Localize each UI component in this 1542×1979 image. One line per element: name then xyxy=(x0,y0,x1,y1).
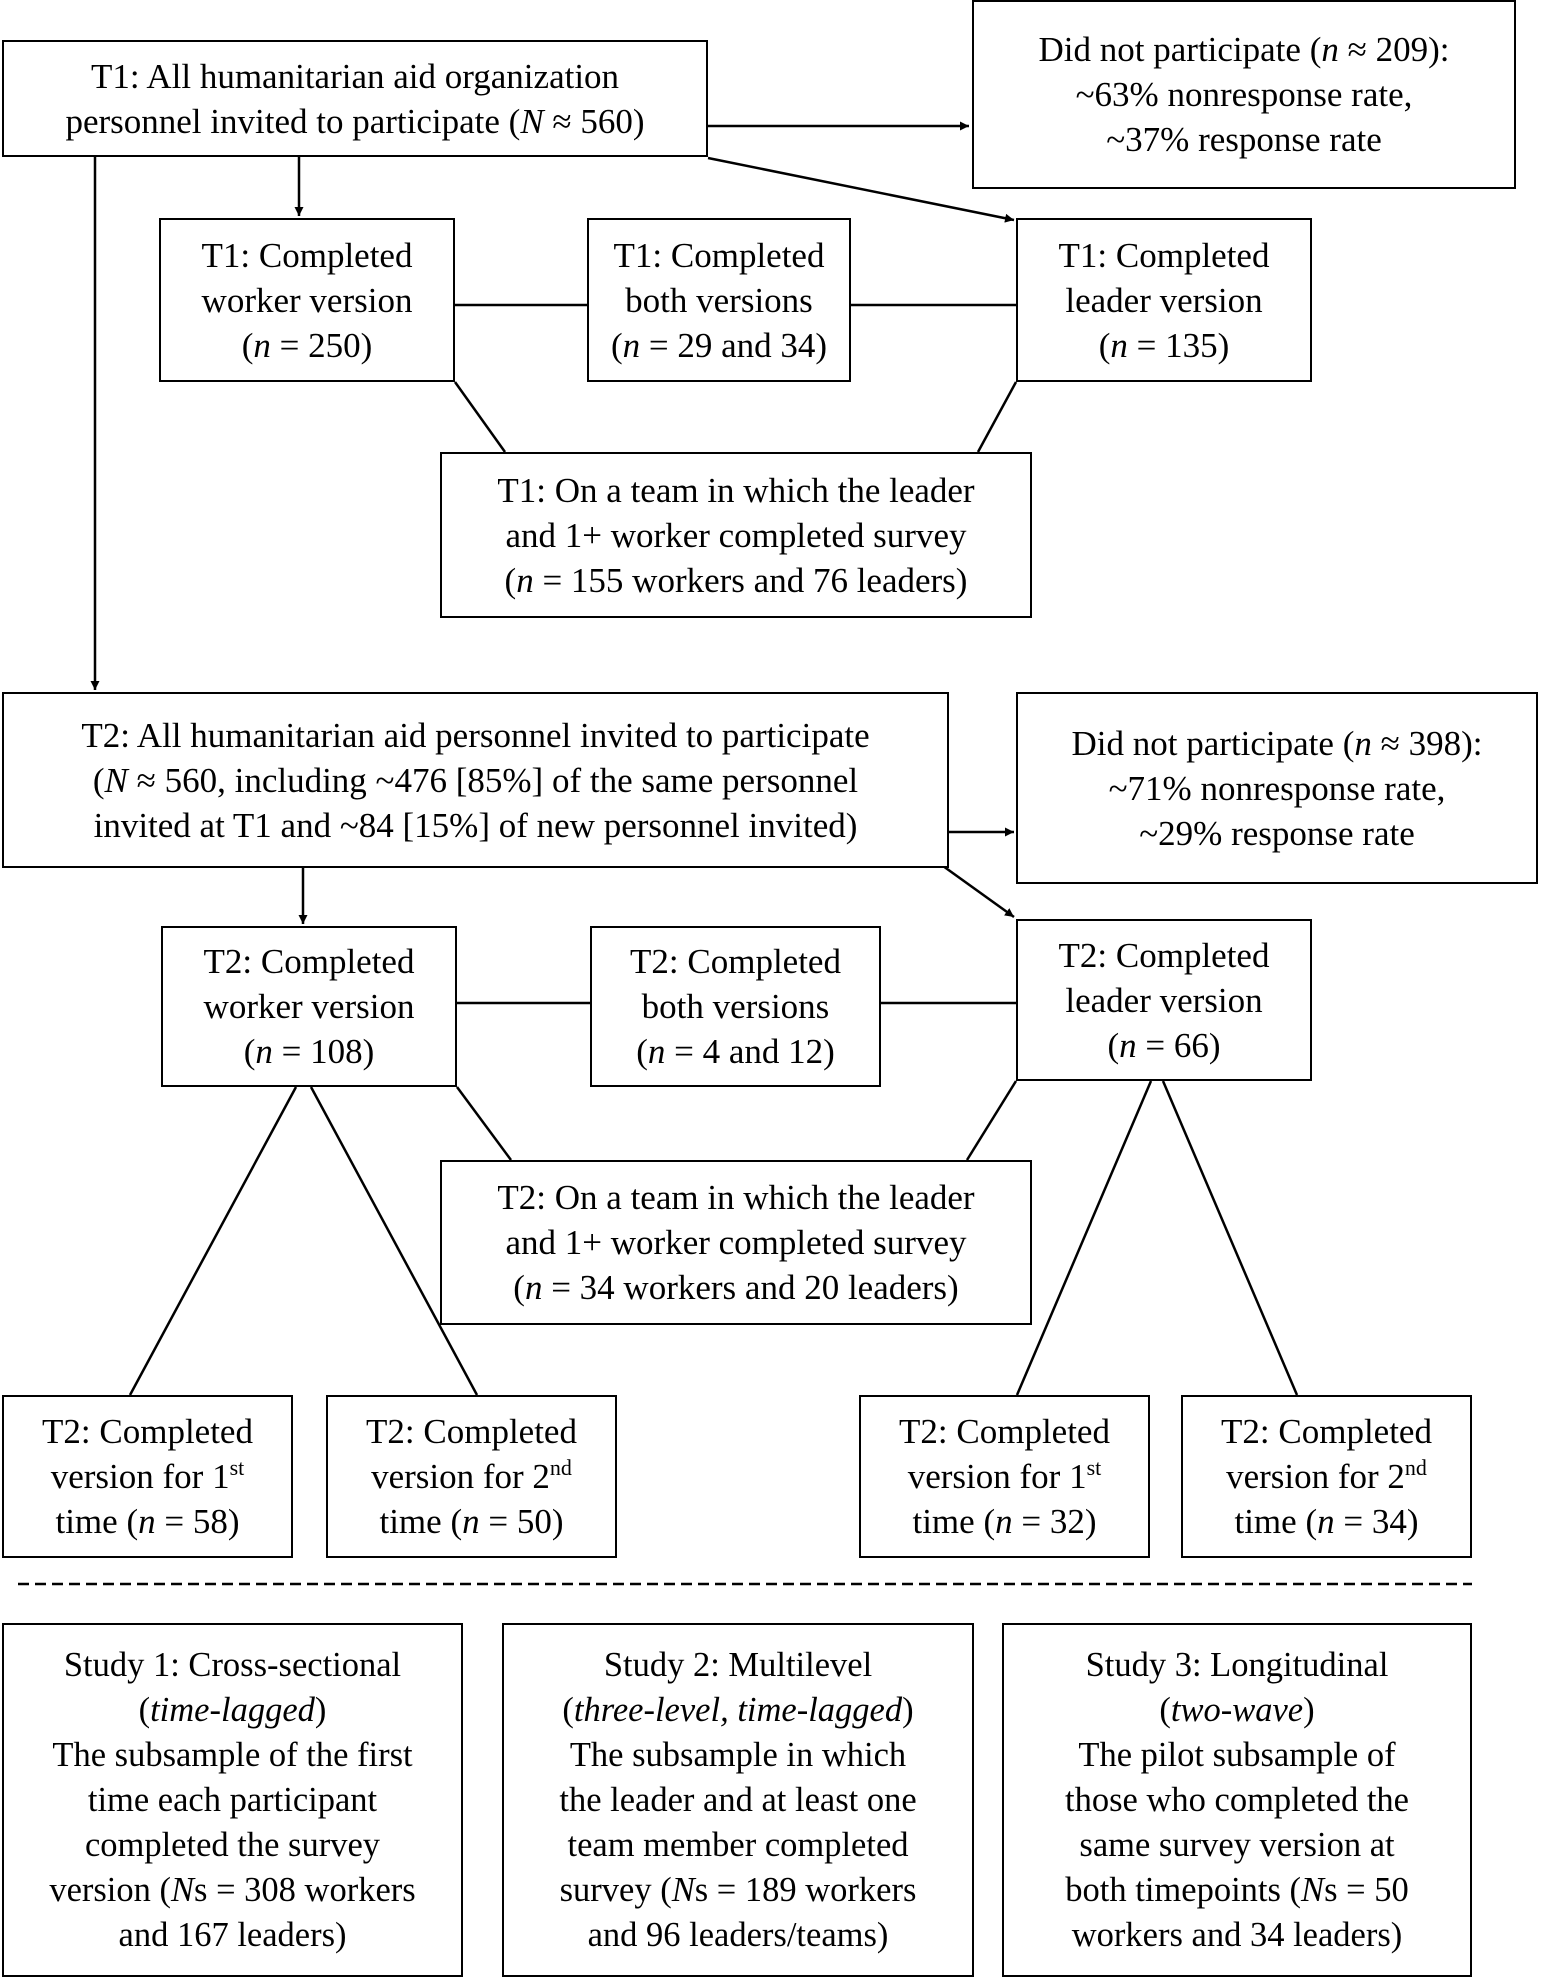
box-text-line: version for 2nd xyxy=(1226,1455,1427,1497)
box-text-line: T2: Completed xyxy=(366,1412,577,1451)
box-text-line: and 1+ worker completed survey xyxy=(505,1223,967,1262)
line-t2-worker-team xyxy=(455,1086,513,1161)
t1-worker-box: T1: Completed worker version (n = 250) xyxy=(159,218,455,382)
t1-both-box: T1: Completed both versions (n = 29 and 34… xyxy=(587,218,851,382)
t2-team-box: T2: On a team in which the leader and 1+ … xyxy=(440,1160,1032,1325)
box-text-line: survey (Ns = 189 workers xyxy=(559,1870,917,1909)
t1-team-box: T1: On a team in which the leader and 1+ … xyxy=(440,452,1032,618)
box-text-line: T2: All humanitarian aid personnel invit… xyxy=(81,715,870,755)
box-text-line: (n = 108) xyxy=(243,1032,375,1071)
box-text-line: T2: Completed xyxy=(899,1412,1110,1451)
line-leader-to-first xyxy=(1015,1080,1153,1396)
t1-invited-box: T1: All humanitarian aid organization per… xyxy=(2,40,708,157)
t2-worker-second-time-box: T2: Completed version for 2nd time (n = 50… xyxy=(326,1395,617,1558)
box-text-line: version for 1st xyxy=(50,1455,245,1497)
box-text-line: time (n = 50) xyxy=(379,1502,564,1541)
box-text-line: both versions xyxy=(641,987,830,1026)
line-leader-to-second xyxy=(1161,1080,1299,1396)
box-text-line: T2: Completed xyxy=(203,942,415,981)
line-t1-worker-team xyxy=(453,381,507,453)
box-text-line: (n = 29 and 34) xyxy=(610,325,828,365)
box-text-line: invited at T1 and ~84 [15%] of new perso… xyxy=(93,805,858,845)
box-text-line: Study 2: Multilevel xyxy=(603,1645,873,1684)
box-text-line: both versions xyxy=(625,280,813,320)
box-text-line: team member completed xyxy=(567,1825,909,1864)
t1-nonparticipant-box: Did not participate (n ≈ 209): ~63% nonre… xyxy=(972,0,1516,189)
line-worker-to-first xyxy=(128,1086,298,1396)
box-text-line: version for 1st xyxy=(907,1455,1102,1497)
box-text-line: (three-level, time-lagged) xyxy=(562,1690,914,1729)
box-text-line: Did not participate (n ≈ 209): xyxy=(1038,30,1450,69)
arrow-t1-to-leader xyxy=(707,156,1015,223)
box-text-line: time (n = 32) xyxy=(912,1502,1097,1541)
box-text-line: same survey version at xyxy=(1079,1825,1395,1864)
box-text-line: (n = 34 workers and 20 leaders) xyxy=(513,1268,959,1307)
box-text-line: T1: On a team in which the leader xyxy=(497,470,975,510)
box-text-line: T1: Completed xyxy=(1058,235,1270,275)
box-text-line: T2: Completed xyxy=(630,942,841,981)
t2-leader-second-time-box: T2: Completed version for 2nd time (n = 34… xyxy=(1181,1395,1472,1558)
t2-leader-first-time-box: T2: Completed version for 1st time (n = 32… xyxy=(859,1395,1150,1558)
box-text-line: (n = 135) xyxy=(1098,325,1230,365)
box-text-line: T2: Completed xyxy=(1058,935,1270,975)
box-text-line: (n = 155 workers and 76 leaders) xyxy=(504,560,968,600)
study-1-box: Study 1: Cross-sectional (time-lagged) The… xyxy=(2,1623,463,1977)
box-text-line: T2: Completed xyxy=(1221,1412,1432,1451)
line-t1-leader-team xyxy=(976,381,1018,453)
box-text-line: ~29% response rate xyxy=(1139,813,1415,853)
box-text-line: The subsample of the first xyxy=(52,1735,413,1774)
box-text-line: T1: All humanitarian aid organization xyxy=(90,56,620,96)
box-text-line: (time-lagged) xyxy=(138,1690,327,1729)
line-t2-leader-team xyxy=(965,1080,1018,1161)
box-text-line: T1: Completed xyxy=(613,235,825,275)
box-text-line: (two-wave) xyxy=(1159,1690,1315,1729)
t2-leader-box: T2: Completed leader version (n = 66) xyxy=(1016,919,1312,1081)
box-text-line: leader version xyxy=(1065,980,1263,1020)
box-text-line: version for 2nd xyxy=(371,1455,572,1497)
box-text-line: and 1+ worker completed survey xyxy=(505,515,967,555)
t2-both-box: T2: Completed both versions (n = 4 and 12) xyxy=(590,926,881,1087)
box-text-line: the leader and at least one xyxy=(559,1780,917,1819)
box-text-line: and 167 leaders) xyxy=(118,1915,347,1954)
box-text-line: time (n = 58) xyxy=(55,1502,240,1541)
box-text-line: T1: Completed xyxy=(201,235,413,275)
box-text-line: T2: Completed xyxy=(42,1412,253,1451)
box-text-line: completed the survey xyxy=(84,1825,381,1864)
t2-nonparticipant-box: Did not participate (n ≈ 398): ~71% nonre… xyxy=(1016,692,1538,884)
line-worker-to-second xyxy=(309,1086,479,1396)
box-text-line: Did not participate (n ≈ 398): xyxy=(1071,723,1483,763)
box-text-line: ~37% response rate xyxy=(1106,120,1382,159)
t2-worker-box: T2: Completed worker version (n = 108) xyxy=(161,926,457,1087)
box-text-line: worker version xyxy=(201,280,413,320)
box-text-line: workers and 34 leaders) xyxy=(1071,1915,1403,1954)
box-text-line: T2: On a team in which the leader xyxy=(497,1178,975,1217)
box-text-line: those who completed the xyxy=(1065,1780,1409,1819)
study-2-box: Study 2: Multilevel (three-level, time-la… xyxy=(502,1623,974,1977)
box-text-line: (n = 66) xyxy=(1107,1025,1221,1065)
t1-leader-box: T1: Completed leader version (n = 135) xyxy=(1016,218,1312,382)
box-text-line: (n = 250) xyxy=(241,325,373,365)
t2-worker-first-time-box: T2: Completed version for 1st time (n = 58… xyxy=(2,1395,293,1558)
box-text-line: leader version xyxy=(1065,280,1263,320)
box-text-line: version (Ns = 308 workers xyxy=(49,1870,416,1909)
box-text-line: time (n = 34) xyxy=(1234,1502,1419,1541)
study-3-box: Study 3: Longitudinal (two-wave) The pilot… xyxy=(1002,1623,1472,1977)
t2-invited-box: T2: All humanitarian aid personnel invit… xyxy=(2,692,949,868)
box-text-line: time each participant xyxy=(87,1780,378,1819)
box-text-line: worker version xyxy=(203,987,415,1026)
box-text-line: The subsample in which xyxy=(569,1735,907,1774)
box-text-line: personnel invited to participate (N ≈ 56… xyxy=(65,101,645,141)
box-text-line: (N ≈ 560, including ~476 [85%] of the sa… xyxy=(92,760,859,800)
box-text-line: The pilot subsample of xyxy=(1078,1735,1396,1774)
arrow-t2-to-leader xyxy=(942,864,1015,919)
box-text-line: Study 3: Longitudinal xyxy=(1085,1645,1389,1684)
box-text-line: both timepoints (Ns = 50 xyxy=(1065,1870,1409,1909)
box-text-line: ~71% nonresponse rate, xyxy=(1108,768,1446,808)
box-text-line: Study 1: Cross-sectional xyxy=(63,1645,402,1684)
box-text-line: (n = 4 and 12) xyxy=(636,1032,835,1071)
box-text-line: ~63% nonresponse rate, xyxy=(1075,75,1413,114)
box-text-line: and 96 leaders/teams) xyxy=(587,1915,889,1954)
